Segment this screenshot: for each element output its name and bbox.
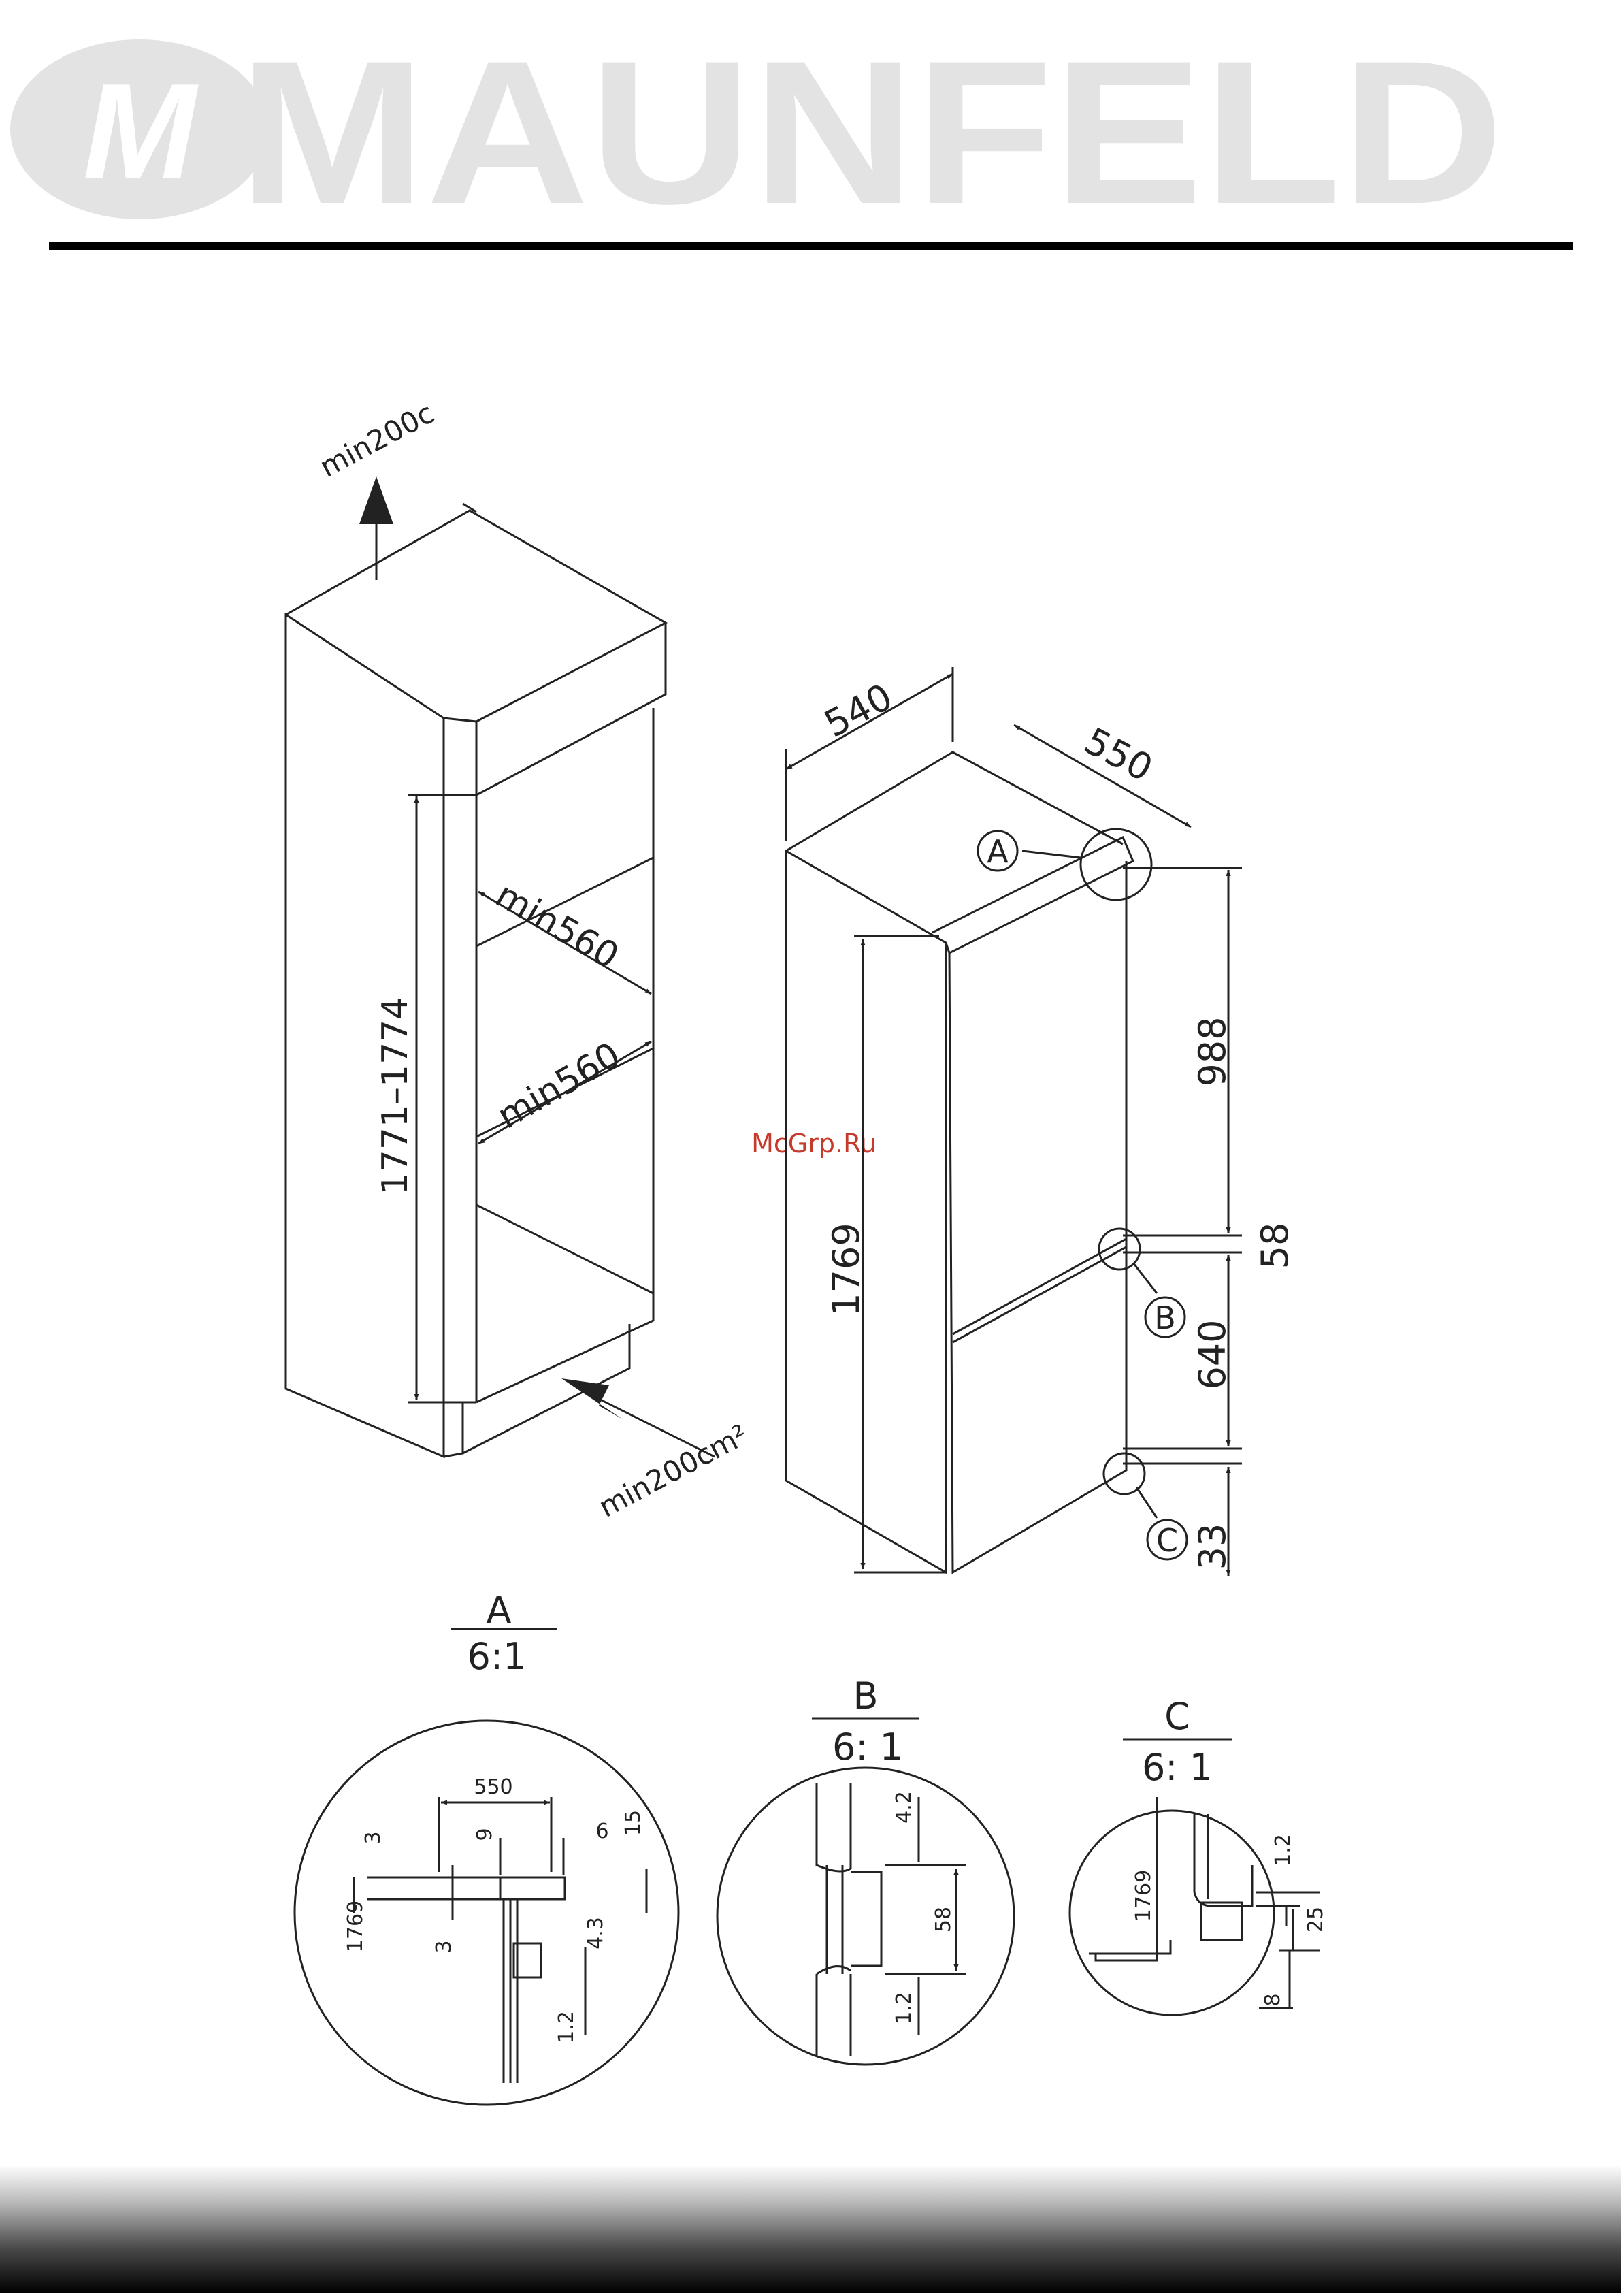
detail-a: A 6:1 550 9 6 15 3 3 1769 4.3 1.2 — [295, 1589, 678, 2105]
detail-a-dim-9: 9 — [473, 1828, 497, 1841]
detail-c-dim-1769: 1769 — [1132, 1870, 1156, 1922]
watermark-text: McGrp.Ru — [751, 1129, 877, 1159]
base-label: 33 — [1191, 1523, 1234, 1570]
detail-c: C 6: 1 1769 1.2 25 8 — [1070, 1695, 1328, 2015]
cabinet-width-upper-label: min560 — [489, 875, 625, 977]
cabinet-width-lower-label: min560 — [491, 1035, 627, 1137]
detail-a-dim-1-2: 1.2 — [555, 2011, 578, 2043]
detail-c-letter: C — [1164, 1695, 1190, 1738]
detail-a-scale: 6:1 — [468, 1635, 527, 1678]
detail-b-dim-4-2: 4.2 — [892, 1791, 916, 1824]
brand-name: MAUNFELD — [238, 18, 1504, 246]
detail-a-dim-550: 550 — [474, 1775, 512, 1799]
detail-c-dim-25: 25 — [1304, 1907, 1328, 1933]
detail-a-dim-3-top: 3 — [361, 1831, 385, 1844]
lower-section-label: 640 — [1191, 1319, 1234, 1389]
detail-c-dim-8: 8 — [1261, 1993, 1285, 2006]
detail-b-dim-58: 58 — [932, 1907, 955, 1933]
detail-a-letter: A — [487, 1589, 512, 1632]
detail-a-dim-4-3: 4.3 — [584, 1917, 608, 1950]
detail-b-letter: B — [853, 1675, 878, 1717]
header-divider — [49, 242, 1573, 250]
footer-gradient-bar — [0, 2165, 1621, 2293]
appliance-width-label: 540 — [817, 675, 900, 746]
gap-label: 58 — [1254, 1223, 1296, 1270]
upper-section-label: 988 — [1191, 1016, 1234, 1086]
bottom-vent-label: min200cm² — [593, 1418, 753, 1524]
appliance-height-label: 1769 — [825, 1223, 868, 1316]
top-vent-label: min200c — [314, 396, 440, 484]
marker-b: B — [1154, 1299, 1176, 1336]
detail-a-dim-6: 6 — [595, 1820, 608, 1843]
logo-letters: M — [83, 56, 199, 208]
detail-b-scale: 6: 1 — [832, 1726, 903, 1768]
appliance-depth-label: 550 — [1077, 719, 1160, 790]
cabinet-height-label: 1771–1774 — [375, 997, 416, 1195]
marker-a: A — [987, 833, 1009, 870]
detail-a-dim-3-bottom: 3 — [432, 1940, 456, 1953]
detail-a-dim-15: 15 — [621, 1810, 645, 1836]
marker-c: C — [1156, 1522, 1178, 1559]
detail-c-scale: 6: 1 — [1142, 1746, 1213, 1789]
cabinet-drawing — [286, 476, 715, 1457]
appliance-drawing — [786, 667, 1242, 1576]
detail-b-dim-1-2: 1.2 — [892, 1992, 916, 2024]
header: M MAUNFELD — [10, 18, 1573, 250]
detail-c-dim-1-2: 1.2 — [1271, 1834, 1295, 1866]
detail-a-dim-1769: 1769 — [344, 1901, 367, 1952]
detail-b: B 6: 1 4.2 58 1.2 — [717, 1675, 1014, 2065]
cabinet-labels: min200c min200cm² 1771–1774 min560 min56… — [314, 396, 753, 1524]
brand-logo-icon: M — [10, 39, 269, 219]
